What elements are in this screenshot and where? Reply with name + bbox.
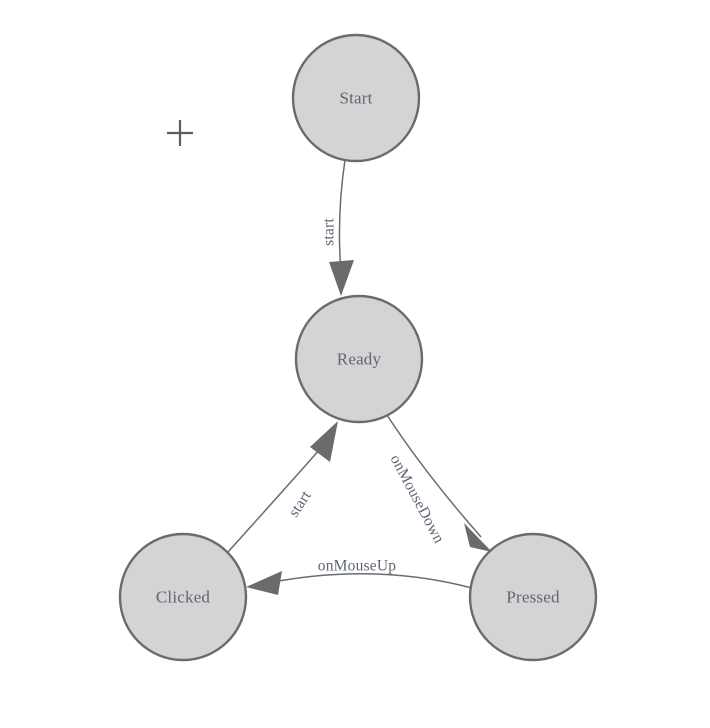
crosshair-icon — [167, 120, 193, 146]
node-shape[interactable] — [291, 33, 421, 163]
node-label: Clicked — [156, 588, 211, 607]
edge-ready-to-pressed[interactable]: onMouseDown — [384, 411, 492, 552]
edge-path — [338, 159, 346, 273]
edge-pressed-to-clicked[interactable]: onMouseUp — [246, 558, 473, 596]
edge-start-to-ready[interactable]: start — [321, 159, 355, 296]
edge-clicked-to-ready[interactable]: start — [227, 421, 338, 553]
node-ready[interactable]: Ready — [294, 294, 424, 424]
node-label: Pressed — [506, 588, 560, 607]
node-start[interactable]: Start — [291, 33, 421, 163]
edge-path — [384, 411, 482, 538]
node-label: Start — [339, 89, 372, 108]
edge-label: start — [321, 218, 338, 246]
arrowhead-icon — [246, 571, 282, 595]
edge-label: onMouseDown — [387, 452, 448, 546]
edge-path — [267, 573, 473, 589]
edge-label: start — [285, 487, 315, 520]
node-label: Ready — [337, 350, 382, 369]
edge-label: onMouseUp — [318, 558, 396, 575]
arrowhead-icon — [310, 421, 338, 462]
node-shape[interactable] — [468, 532, 598, 662]
node-shape[interactable] — [118, 532, 248, 662]
arrowhead-icon — [329, 260, 354, 296]
node-clicked[interactable]: Clicked — [118, 532, 248, 662]
arrowhead-icon — [464, 523, 492, 552]
node-shape[interactable] — [294, 294, 424, 424]
node-pressed[interactable]: Pressed — [468, 532, 598, 662]
